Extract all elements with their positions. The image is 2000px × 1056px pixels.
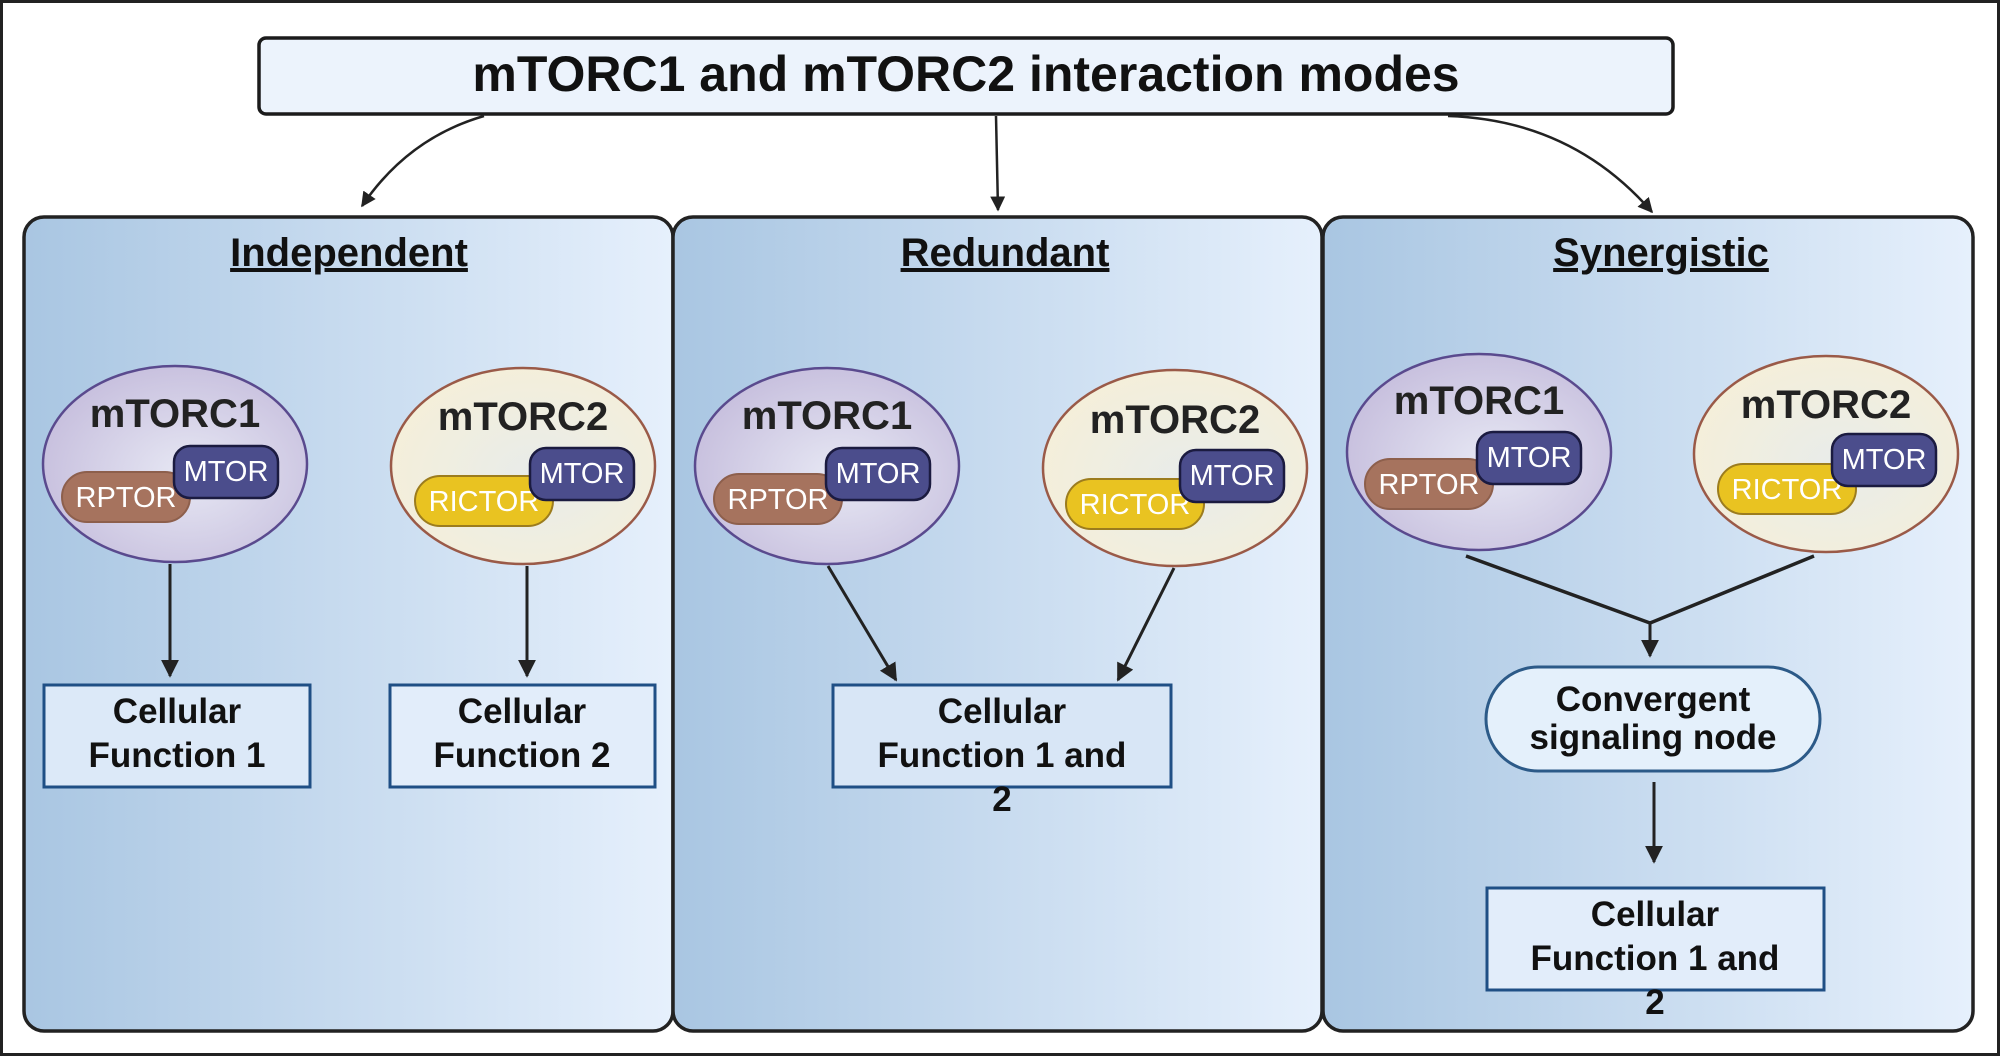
rictor-label: RICTOR [429,486,540,518]
mtor-subunit [824,446,932,502]
box-line: 2 [992,780,1011,819]
box-line: 2 [1645,983,1664,1022]
box-line: Function 2 [434,736,611,775]
title-box [257,36,1675,116]
complex-mtorc2: mTORC2 RICTOR MTOR [389,366,657,566]
mtor-label: MTOR [1190,460,1275,492]
box-line: Function 1 and [878,736,1127,775]
complex-mtorc1: mTORC1 RPTOR MTOR [693,366,961,566]
cellular-function-1-and-2-box: Cellular Function 1 and 2 [831,683,1173,819]
rictor-subunit [1065,478,1205,530]
arrow-mtorc2-to-function [1116,567,1176,682]
arrow-title-to-independent [360,114,485,208]
mtor-label: MTOR [1842,444,1927,476]
rptor-label: RPTOR [1379,469,1480,501]
mtor-subunit [1178,448,1286,504]
cellular-function-1-and-2-box: Cellular Function 1 and 2 [1485,886,1826,1022]
box-line: Cellular [113,692,242,731]
box-line: Cellular [938,692,1067,731]
mtor-label: MTOR [1487,442,1572,474]
convergent-signaling-node: Convergent signaling node [1484,665,1822,773]
mtor-subunit [1830,432,1938,488]
complex-label: mTORC2 [438,395,608,439]
complex-mtorc2: mTORC2 RICTOR MTOR [1692,354,1960,554]
panel-title-independent: Independent [230,231,468,275]
complex-label: mTORC2 [1090,398,1260,442]
complex-mtorc1: mTORC1 RPTOR MTOR [1345,352,1613,552]
panel-redundant-frame [671,215,1324,1033]
panel-redundant: Redundant mTORC1 RPTOR MTOR mTORC2 RICTO… [671,215,1324,1033]
panel-title-synergistic: Synergistic [1553,231,1769,275]
rictor-label: RICTOR [1732,474,1843,506]
node-line: Convergent [1556,680,1751,719]
arrow-title-to-redundant [990,115,1006,212]
complex-mtorc2: mTORC2 RICTOR MTOR [1041,368,1309,568]
mtor-label: MTOR [184,456,269,488]
complex-label: mTORC2 [1741,383,1911,427]
cellular-function-2-box: Cellular Function 2 [388,683,657,789]
panel-synergistic: Synergistic mTORC1 RPTOR MTOR mTORC2 RIC… [1321,215,1975,1033]
box-line: Cellular [1591,895,1720,934]
panel-independent-frame [22,215,675,1033]
complex-label: mTORC1 [742,394,912,438]
mtor-subunit [1475,430,1583,486]
box-line: Cellular [458,692,587,731]
rptor-label: RPTOR [76,482,177,514]
box-line: Function 1 and [1531,939,1780,978]
cellular-function-1-box: Cellular Function 1 [42,683,312,789]
node-line: signaling node [1530,718,1777,757]
arrow-title-to-synergistic [1447,114,1653,214]
diagram-title: mTORC1 and mTORC2 interaction modes [472,46,1459,102]
complex-label: mTORC1 [90,392,260,436]
panel-independent: Independent mTORC1 RPTOR MTOR mTORC2 RIC… [22,215,675,1033]
complex-label: mTORC1 [1394,379,1564,423]
mtor-subunit [172,444,280,500]
mtor-label: MTOR [836,458,921,490]
rptor-label: RPTOR [728,484,829,516]
rictor-label: RICTOR [1080,489,1191,521]
mtor-subunit [528,446,636,502]
mtor-label: MTOR [540,458,625,490]
complex-mtorc1: mTORC1 RPTOR MTOR [41,364,309,564]
panel-title-redundant: Redundant [901,231,1110,275]
rictor-subunit [1717,463,1857,515]
arrow-mtorc1-to-function [826,565,898,682]
box-line: Function 1 [89,736,266,775]
